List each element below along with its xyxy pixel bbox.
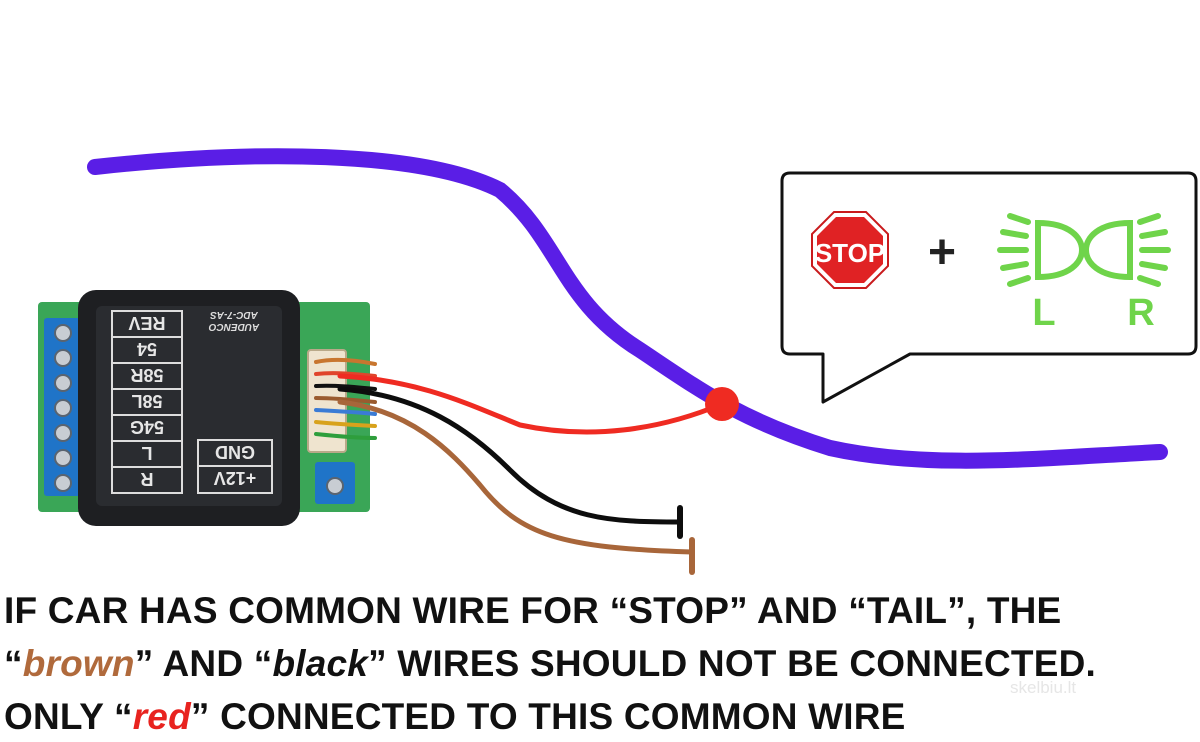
pin-label-58l: 58L (131, 391, 162, 411)
terminal-screws-left (54, 324, 72, 492)
lamp-right-label: R (1127, 292, 1154, 334)
caption-open-quote: “ (4, 643, 23, 684)
lamp-left-label: L (1032, 292, 1055, 334)
red-wire (337, 373, 725, 435)
module-model: ADC-7-AS (210, 309, 259, 320)
pin-label-rev: REV (128, 313, 165, 333)
module-brand: AUDENCO (209, 321, 261, 332)
pin-label-54: 54 (137, 339, 157, 359)
caption-line-1-text: IF CAR HAS COMMON WIRE FOR “STOP” AND “T… (4, 590, 1062, 631)
caption-line-3-start: ONLY “ (4, 696, 133, 737)
caption-red-word: red (132, 696, 191, 737)
power-label-gnd: GND (215, 442, 255, 462)
adapter-module (38, 290, 370, 526)
black-wire (337, 386, 683, 525)
left-lamp-icon (997, 213, 1086, 287)
pin-label-r: R (141, 469, 154, 489)
stop-sign-text: STOP (815, 238, 885, 268)
power-label-12v: +12V (214, 468, 257, 488)
brown-wire (337, 399, 695, 555)
watermark: skelbiu.lt (1010, 678, 1077, 697)
right-lamp-icon (1082, 213, 1171, 287)
pin-labels: REV 54 58R 58L 54G LR (128, 313, 165, 489)
power-labels: GND +12V (214, 442, 257, 488)
caption-mid: ” AND “ (134, 643, 273, 684)
plus-sign: + (928, 226, 956, 279)
pin-label-54g: 54G (130, 417, 164, 437)
stop-sign-icon: STOP (811, 211, 889, 289)
module-panel (96, 306, 282, 506)
caption-line-3-end: ” CONNECTED TO THIS COMMON WIRE (190, 696, 906, 737)
caption-line-1: IF CAR HAS COMMON WIRE FOR “STOP” AND “T… (4, 590, 1061, 632)
caption-line-3: ONLY “red” CONNECTED TO THIS COMMON WIRE (4, 696, 906, 738)
caption-line-2-end: ” WIRES SHOULD NOT BE CONNECTED. (368, 643, 1096, 684)
caption-black-word: black (272, 643, 369, 684)
splice-point (705, 387, 739, 421)
pin-label-l: L (142, 443, 153, 463)
pin-label-58r: 58R (130, 365, 163, 385)
common-wire (87, 148, 1168, 469)
connector-leads (314, 357, 377, 440)
caption-line-2: “brown” AND “black” WIRES SHOULD NOT BE … (4, 643, 1096, 685)
caption-brown-word: brown (22, 643, 135, 684)
